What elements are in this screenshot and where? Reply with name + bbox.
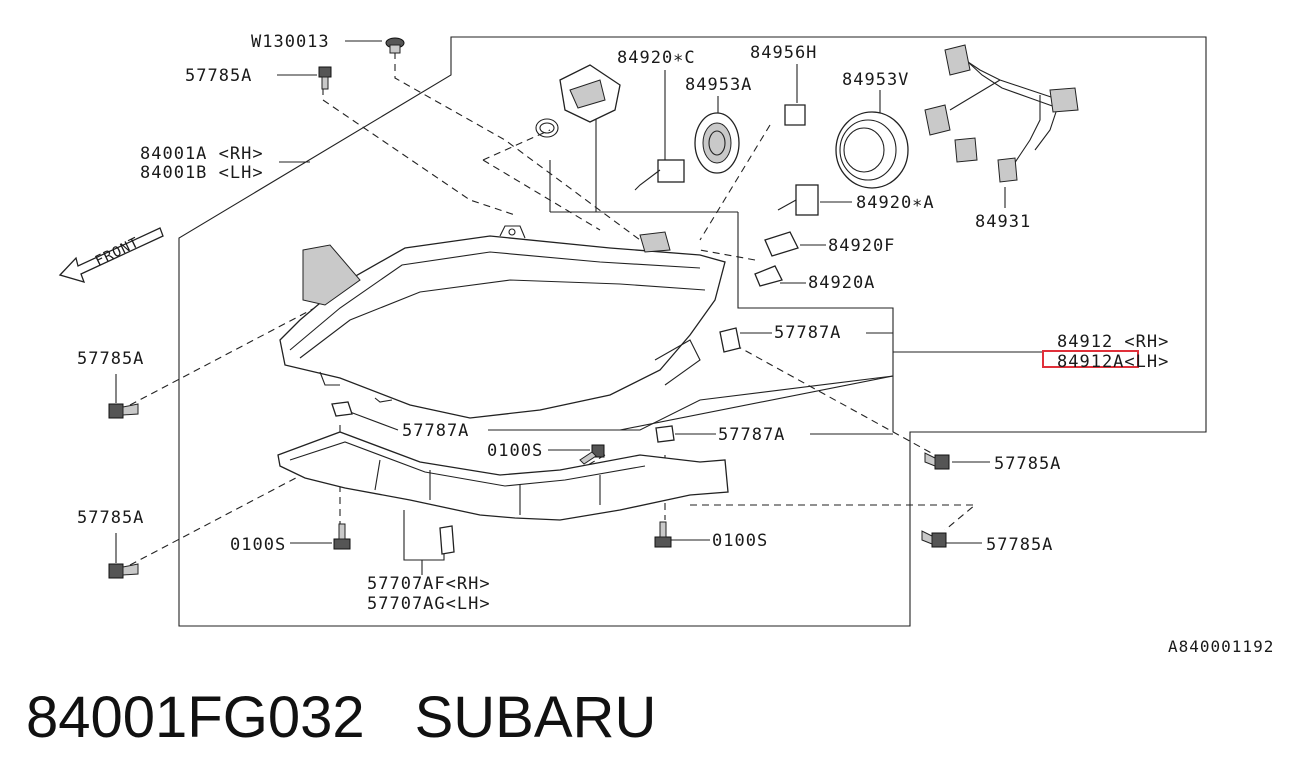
screw-icon-0100s-right [654, 521, 672, 548]
bolt-icon-right1 [924, 452, 950, 470]
oring-icon [535, 118, 559, 138]
label-84920f: 84920F [828, 236, 895, 256]
label-84001a: 84001A <RH> [140, 144, 264, 164]
label-57785a-right2: 57785A [986, 535, 1053, 555]
label-84920a-star: 84920∗A [856, 193, 935, 213]
label-84953a: 84953A [685, 75, 752, 95]
screw-icon-0100s-mid [579, 444, 605, 465]
bolt-icon-right2 [921, 530, 947, 548]
clip-icon-57787a-mid [331, 401, 353, 417]
bolt-icon-left2 [108, 563, 139, 579]
label-57785a-top: 57785A [185, 66, 252, 86]
label-84931: 84931 [975, 212, 1031, 232]
front-arrow-icon [58, 227, 164, 283]
label-0100s-right: 0100S [712, 531, 768, 551]
screw-icon-0100s-left [333, 523, 351, 550]
front-label: FRONT [93, 235, 142, 270]
label-57785a-left: 57785A [77, 349, 144, 369]
assembly-frame [178, 36, 1207, 627]
label-57787a-low: 57787A [718, 425, 785, 445]
label-57785a-right1: 57785A [994, 454, 1061, 474]
footer: 84001FG032 SUBARU [26, 684, 656, 751]
bolt-icon-top [318, 66, 332, 90]
label-84001b: 84001B <LH> [140, 163, 264, 183]
label-84912-rh: 84912 <RH> [1057, 332, 1169, 352]
bulb-84920a-icon [754, 265, 783, 287]
diagram-code: A840001192 [1168, 637, 1274, 656]
clip-icon-57707af [439, 525, 455, 555]
label-84920c: 84920∗C [617, 48, 696, 68]
bolt-icon-w130013 [385, 37, 405, 54]
sub-frame [737, 212, 894, 432]
label-57785a-left2: 57785A [77, 508, 144, 528]
cap-84956h-icon [784, 104, 806, 126]
label-84920a: 84920A [808, 273, 875, 293]
bulb-84920c-icon [634, 159, 685, 191]
bulb-84920f-icon [764, 231, 799, 257]
label-84912a-lh: 84912A<LH> [1057, 352, 1169, 372]
part-number: 84001FG032 [26, 685, 365, 750]
label-57787a-mid: 57787A [402, 421, 469, 441]
label-84956h: 84956H [750, 43, 817, 63]
label-57707af: 57707AF<RH> [367, 574, 491, 594]
label-0100s-left: 0100S [230, 535, 286, 555]
bolt-icon-left1 [108, 403, 139, 419]
label-84953v: 84953V [842, 70, 909, 90]
clip-icon-57787a-low [655, 425, 675, 443]
label-w130013: W130013 [251, 32, 330, 52]
highlight-box [1042, 350, 1139, 368]
label-0100s-mid: 0100S [487, 441, 543, 461]
seal-84953a-icon [694, 112, 740, 174]
bulb-84920a-star-icon [777, 184, 819, 216]
wiring-harness-icon [924, 44, 1079, 183]
actuator-icon [559, 64, 621, 123]
label-57787a-right: 57787A [774, 323, 841, 343]
headlamp-housing [279, 225, 726, 419]
headlamp-bracket [277, 431, 729, 521]
clip-icon-57787a-right [719, 327, 741, 353]
label-57707ag: 57707AG<LH> [367, 594, 491, 614]
brand-name: SUBARU [414, 685, 657, 750]
cover-84953v-icon [835, 111, 909, 189]
